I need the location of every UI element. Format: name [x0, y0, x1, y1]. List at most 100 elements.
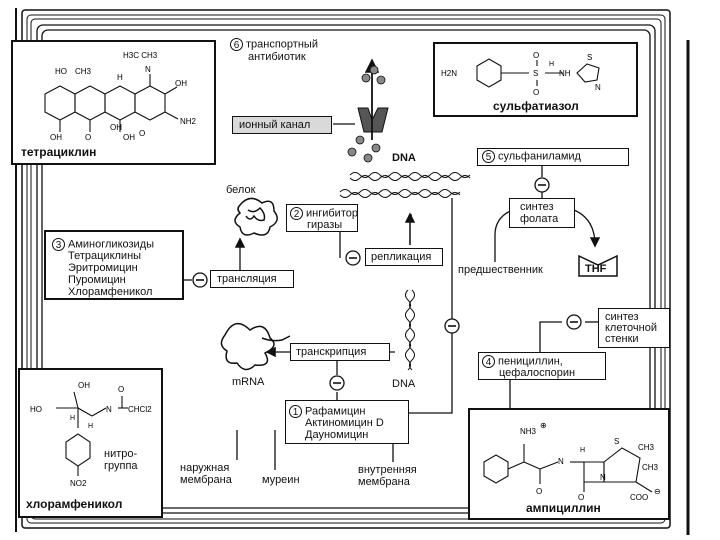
- replication-box: репликация: [365, 248, 443, 266]
- mrna-label: mRNA: [232, 376, 265, 388]
- cp-h1: H: [70, 415, 75, 422]
- amp-s: S: [614, 437, 619, 446]
- penicillin-line2: цефалоспорин: [499, 367, 576, 379]
- st-s2: S: [587, 53, 592, 62]
- protein-blob: [234, 197, 278, 236]
- group3-number: 3: [52, 238, 65, 251]
- gyrase-inhibitor-number: 2: [290, 207, 303, 220]
- tc-ho: HO: [55, 67, 67, 76]
- translation-label: трансляция: [217, 273, 277, 285]
- ampicillin-box: NH3 ⊕ O N H S N O CH3 CH3 COO ⊖ ампицилл…: [468, 408, 670, 520]
- amp-plus: ⊕: [540, 421, 547, 430]
- cp-o: O: [118, 385, 124, 394]
- transport-antibiotic-number: 6: [230, 38, 243, 51]
- inhibit-markers: [192, 177, 582, 391]
- penicillin-number: 4: [482, 355, 495, 368]
- sulfanilamide-number: 5: [482, 150, 495, 163]
- ion-channel-protein: [357, 58, 389, 140]
- transcription-box: транскрипция: [290, 343, 390, 361]
- transport-antibiotic-line1: транспортный: [246, 38, 318, 51]
- tc-oh3: OH: [110, 123, 122, 132]
- folate-synthesis-line1: синтез: [520, 201, 554, 213]
- ion-channel-box: ионный канал: [232, 116, 332, 134]
- tc-n: N: [145, 65, 151, 74]
- cell-wall-line2: клеточной: [605, 322, 657, 334]
- st-s1: S: [533, 69, 538, 78]
- sulfathiazole-structure: H2N S O O NH S N H: [441, 51, 601, 97]
- inner-membrane: [36, 24, 656, 514]
- chloramphenicol-name: хлорамфеникол: [26, 497, 123, 511]
- sulfanilamide-label: сульфаниламид: [498, 150, 581, 163]
- st-h: H: [549, 61, 554, 68]
- gyrase-inhibitor-line1: ингибитор: [306, 207, 358, 220]
- tc-oh2: OH: [50, 133, 62, 142]
- transport-antibiotic-line2: антибиотик: [248, 51, 306, 63]
- outer-membrane-line2: мембрана: [180, 474, 232, 486]
- thf-shape: THF: [578, 254, 618, 277]
- tc-oh4: OH: [123, 133, 135, 142]
- tc-ch3: CH3: [75, 67, 92, 76]
- gyrase-inhibitor-line2: гиразы: [307, 219, 343, 231]
- group3-item-puromycin: Пуромицин: [68, 274, 126, 286]
- amp-coo: COO: [630, 493, 648, 502]
- cp-chcl2: CHCl2: [128, 405, 152, 414]
- amp-h: H: [580, 447, 585, 454]
- transcription-label: транскрипция: [296, 346, 367, 358]
- tetracycline-structure: HO CH3 H3C CH3 N H OH OH OH O OH O NH2: [44, 51, 197, 142]
- replication-label: репликация: [371, 251, 432, 263]
- cp-n: N: [106, 405, 112, 414]
- outer-membrane-line1: наружная: [180, 462, 230, 474]
- dna-helix-bottom: [405, 289, 415, 371]
- sulfathiazole-name: сульфатиазол: [493, 99, 579, 113]
- cell-wall-line3: стенки: [605, 333, 639, 345]
- inhibit-dashes: [196, 184, 578, 384]
- amp-o2: O: [578, 493, 584, 502]
- ion-channel-label: ионный канал: [239, 119, 311, 131]
- penicillin-line1: пенициллин,: [498, 355, 563, 368]
- amp-nh: N: [558, 457, 564, 466]
- st-n: N: [595, 83, 601, 92]
- tetracycline-name: тетрациклин: [21, 145, 97, 159]
- dna-helix-top: [339, 172, 471, 198]
- murein-layer: [26, 14, 666, 524]
- translation-box: трансляция: [210, 270, 294, 288]
- ampicillin-name: ампициллин: [526, 501, 601, 515]
- amp-n: N: [600, 473, 606, 482]
- dna-top-label: DNA: [392, 152, 416, 164]
- cp-ho: HO: [30, 405, 42, 414]
- st-h2n: H2N: [441, 69, 457, 78]
- amp-ch3a: CH3: [638, 443, 655, 452]
- tc-o1: O: [85, 133, 91, 142]
- sulfathiazole-box: H2N S O O NH S N H сульфатиазол: [433, 42, 638, 117]
- tetracycline-box: HO CH3 H3C CH3 N H OH OH OH O OH O NH2 т…: [11, 40, 216, 165]
- dna-bottom-label: DNA: [392, 378, 416, 390]
- mrna-strand: [220, 322, 291, 371]
- cell-wall-synthesis-box: синтез клеточной стенки: [598, 308, 670, 348]
- tc-oh1: OH: [175, 79, 187, 88]
- group3-item-chloramphenicol: Хлорамфеникол: [68, 286, 153, 298]
- murein-label: муреин: [262, 474, 300, 486]
- group1-item-rifamycin: Рафамицин: [305, 405, 366, 418]
- chloramphenicol-structure: OH HO H H N O CHCl2 NO2: [30, 381, 152, 488]
- st-nh: NH: [559, 69, 571, 78]
- ampicillin-structure: NH3 ⊕ O N H S N O CH3 CH3 COO ⊖: [483, 421, 661, 502]
- st-o2: O: [533, 88, 539, 97]
- nitro-line1: нитро-: [104, 448, 138, 460]
- amp-minus: ⊖: [654, 487, 661, 496]
- group3-item-erythromycin: Эритромицин: [68, 262, 138, 274]
- group3-item-tetracyclines: Тетрациклины: [68, 250, 142, 262]
- folate-synthesis-box: синтез фолата: [509, 198, 575, 228]
- inner-membrane-line2: мембрана: [358, 476, 410, 488]
- group1-item-daunomycin: Дауномицин: [305, 429, 369, 441]
- antibiotic-molecules: [347, 65, 386, 163]
- chloramphenicol-box: OH HO H H N O CHCl2 NO2 нитро- группа хл…: [18, 368, 163, 518]
- cp-oh: OH: [78, 381, 90, 390]
